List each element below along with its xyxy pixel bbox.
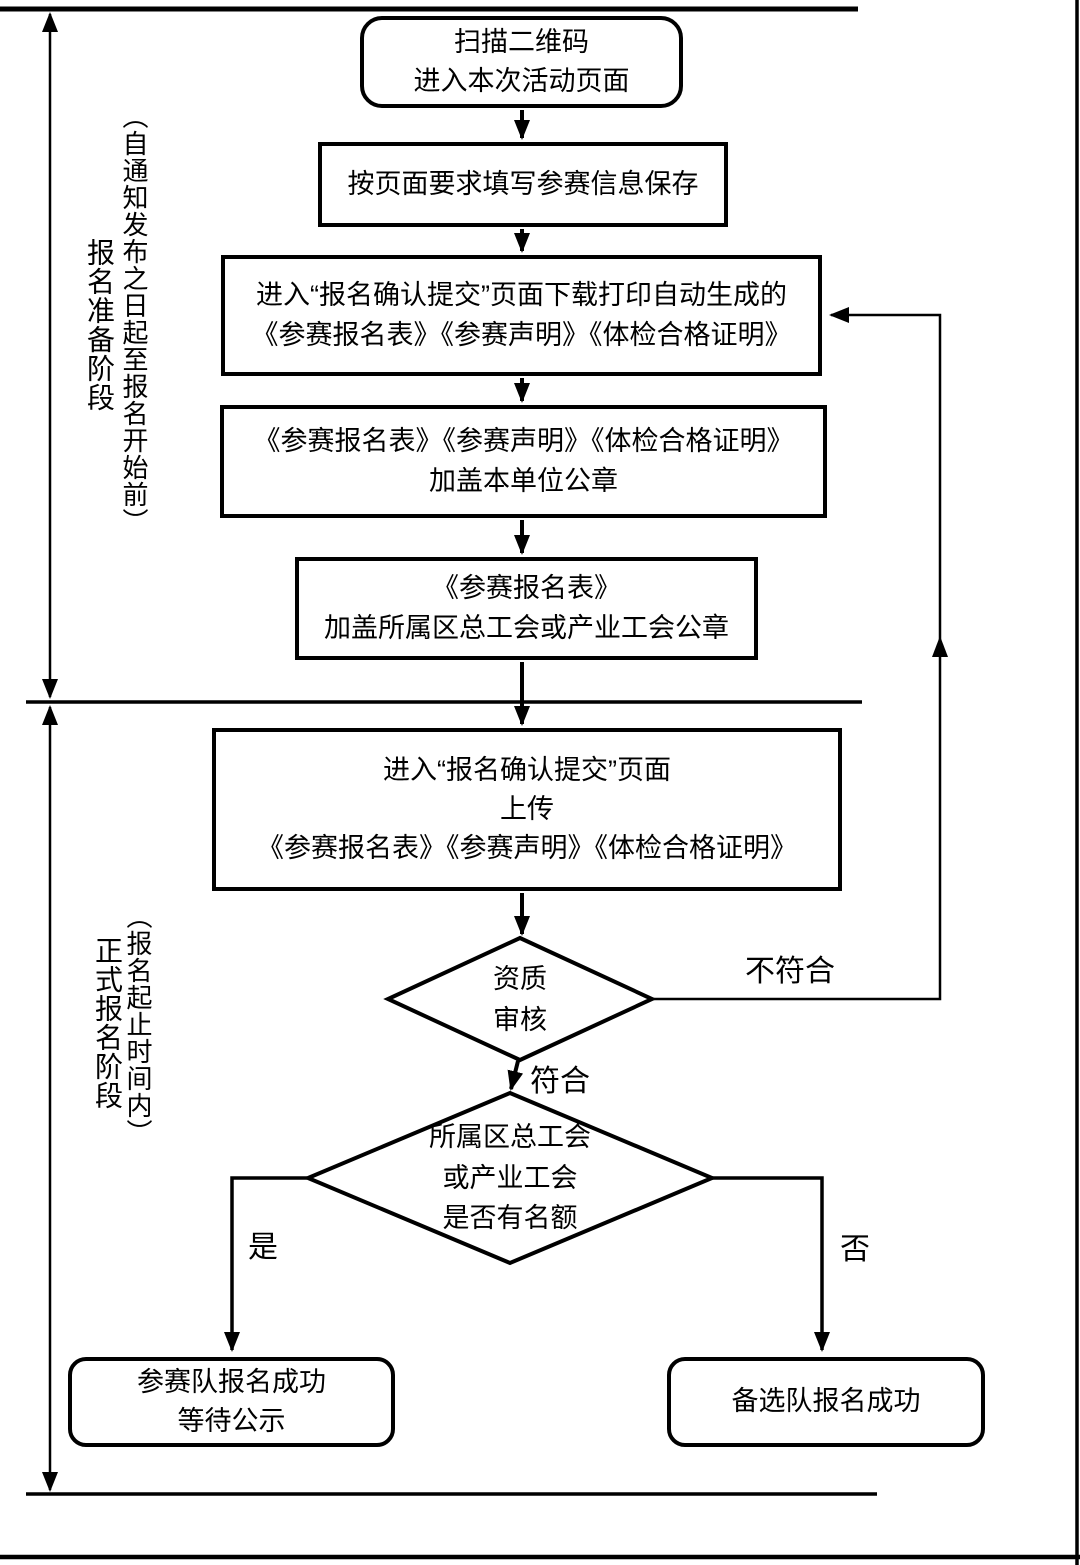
node-line: 加盖所属区总工会或产业工会公章	[324, 612, 729, 643]
edge-label-not-qualified: 不符合	[745, 955, 835, 988]
branch-yes-path	[224, 1176, 307, 1352]
node-line: 资质	[493, 964, 547, 994]
node-download-print: 进入“报名确认提交”页面下载打印自动生成的 《参赛报名表》《参赛声明》《体检合格…	[221, 255, 822, 376]
connector-review-to-quota	[507, 1060, 524, 1091]
node-line: 进入“报名确认提交”页面	[383, 754, 671, 785]
node-line: 《参赛报名表》	[432, 573, 621, 604]
node-line: 按页面要求填写参赛信息保存	[347, 168, 699, 199]
node-fill-info: 按页面要求填写参赛信息保存	[318, 142, 728, 227]
node-line: 《参赛报名表》《参赛声明》《体检合格证明》	[257, 833, 797, 864]
edge-label-yes: 是	[248, 1231, 278, 1264]
node-line: 或产业工会	[442, 1162, 578, 1193]
node-upload: 进入“报名确认提交”页面 上传 《参赛报名表》《参赛声明》《体检合格证明》	[212, 728, 842, 891]
node-line: 参赛队报名成功	[137, 1366, 326, 1397]
node-team-success: 参赛队报名成功 等待公示	[68, 1357, 395, 1447]
node-line: 是否有名额	[442, 1203, 578, 1234]
node-scan-qr: 扫描二维码 进入本次活动页面	[360, 16, 683, 108]
feedback-mid-arrowhead	[932, 636, 948, 657]
node-line: 所属区总工会	[429, 1122, 591, 1153]
formal-phase-label: 正式报名阶段	[92, 936, 123, 1110]
node-line: 上传	[500, 793, 554, 824]
diamond-quota-check-label: 所属区总工会 或产业工会 是否有名额	[335, 1115, 685, 1241]
node-line: 进入“报名确认提交”页面下载打印自动生成的	[256, 280, 787, 311]
node-union-seal: 《参赛报名表》 加盖所属区总工会或产业工会公章	[295, 557, 758, 660]
branch-no-path	[711, 1176, 830, 1352]
node-backup-success: 备选队报名成功	[667, 1357, 985, 1447]
node-line: 进入本次活动页面	[413, 66, 630, 96]
diamond-quota-check	[302, 1090, 718, 1266]
edge-label-qualified: 符合	[530, 1065, 590, 1098]
node-line: 《参赛报名表》《参赛声明》《体检合格证明》	[253, 426, 794, 457]
diamond-qualification-review-label: 资质 审核	[420, 952, 620, 1047]
edge-label-no: 否	[840, 1233, 870, 1266]
node-line: 审核	[493, 1004, 547, 1035]
node-line: 扫描二维码	[454, 26, 589, 57]
node-line: 备选队报名成功	[731, 1386, 921, 1417]
preparation-phase-label: 报名准备阶段	[84, 238, 115, 412]
node-line: 《参赛报名表》《参赛声明》《体检合格证明》	[251, 319, 792, 350]
node-line: 等待公示	[177, 1406, 286, 1436]
node-unit-seal: 《参赛报名表》《参赛声明》《体检合格证明》 加盖本单位公章	[220, 405, 827, 518]
node-line: 加盖本单位公章	[429, 465, 618, 496]
diamond-qualification-review	[383, 935, 657, 1063]
formal-period-label: （报名起止时间内）	[123, 903, 153, 1146]
preparation-period-label: （自通知发布之日起至报名开始前）	[119, 103, 149, 535]
